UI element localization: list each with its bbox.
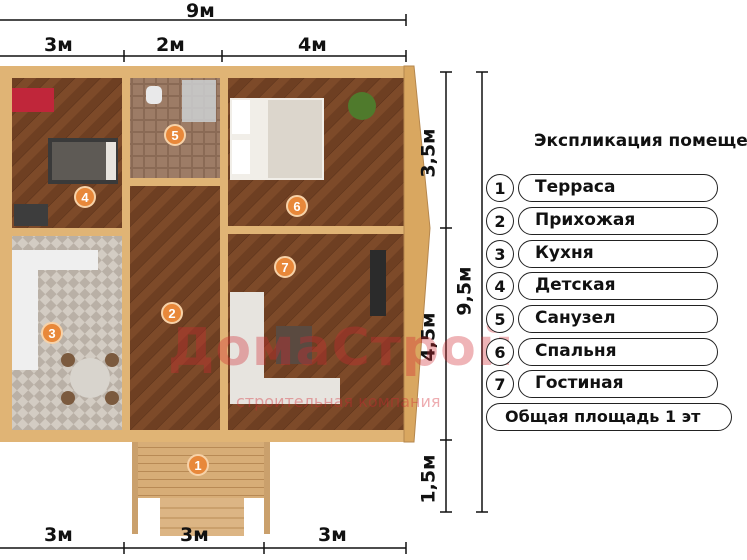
watermark-brand: ДомаСтрой — [168, 318, 515, 378]
legend-number: 4 — [486, 272, 514, 300]
shower — [182, 80, 216, 122]
porch-stairs — [160, 498, 244, 536]
kids-sofa — [12, 88, 54, 112]
tv-stand — [370, 250, 386, 316]
dim-total-width: 9м — [186, 0, 215, 22]
legend-room-name: Детская — [518, 272, 718, 300]
room-marker-2: 2 — [161, 302, 183, 324]
legend-room-name: Кухня — [518, 240, 718, 268]
legend-title: Экспликация помеще — [534, 131, 747, 151]
dim-top-middle: 2м — [156, 34, 185, 56]
dim-right-total: 9,5м — [453, 266, 476, 316]
legend-room-name: Прихожая — [518, 207, 718, 235]
room-marker-4: 4 — [74, 186, 96, 208]
dim-top-left: 3м — [44, 34, 73, 56]
dining-table — [70, 358, 110, 398]
legend-total-area: Общая площадь 1 эт — [486, 403, 732, 431]
legend-room-name: Санузел — [518, 305, 718, 333]
legend-number: 6 — [486, 338, 514, 366]
room-marker-7: 7 — [274, 256, 296, 278]
legend-number: 2 — [486, 207, 514, 235]
dim-top-right: 4м — [298, 34, 327, 56]
room-marker-1: 1 — [187, 454, 209, 476]
coffee-table — [276, 326, 312, 364]
legend-room-name: Спальня — [518, 338, 718, 366]
legend-number: 3 — [486, 240, 514, 268]
plant — [348, 92, 376, 120]
dim-right-porch: 1,5м — [417, 454, 440, 504]
dim-bottom-left: 3м — [44, 524, 73, 546]
room-marker-6: 6 — [286, 195, 308, 217]
bath-sink — [146, 86, 162, 104]
legend-room-name: Гостиная — [518, 370, 718, 398]
legend-number: 1 — [486, 174, 514, 202]
dim-bottom-middle: 3м — [180, 524, 209, 546]
side-wall — [403, 65, 431, 443]
dim-bottom-right: 3м — [318, 524, 347, 546]
watermark-sub: строительная компания — [236, 392, 441, 411]
legend-number: 7 — [486, 370, 514, 398]
room-marker-5: 5 — [164, 124, 186, 146]
dim-right-upper: 3,5м — [417, 128, 440, 178]
legend-number: 5 — [486, 305, 514, 333]
legend-room-name: Терраса — [518, 174, 718, 202]
room-marker-3: 3 — [41, 322, 63, 344]
